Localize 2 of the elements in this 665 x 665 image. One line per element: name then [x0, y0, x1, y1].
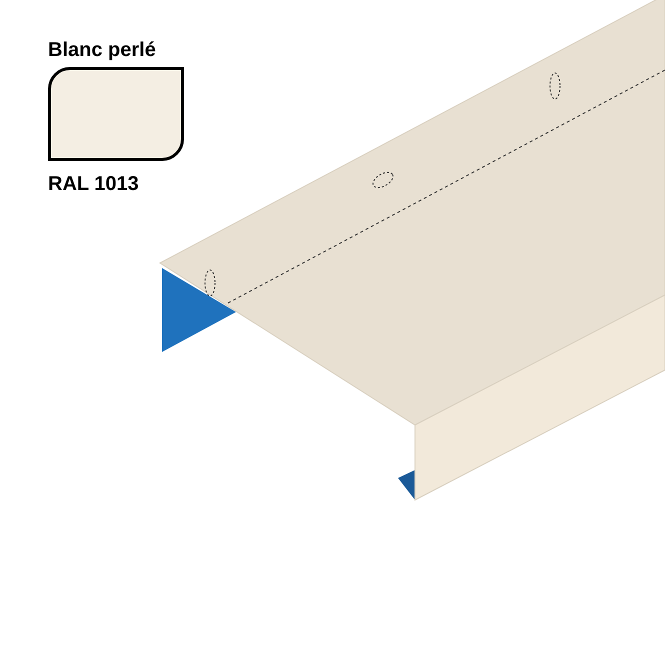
color-name: Blanc perlé [48, 38, 157, 63]
color-code: RAL 1013 [48, 172, 139, 197]
